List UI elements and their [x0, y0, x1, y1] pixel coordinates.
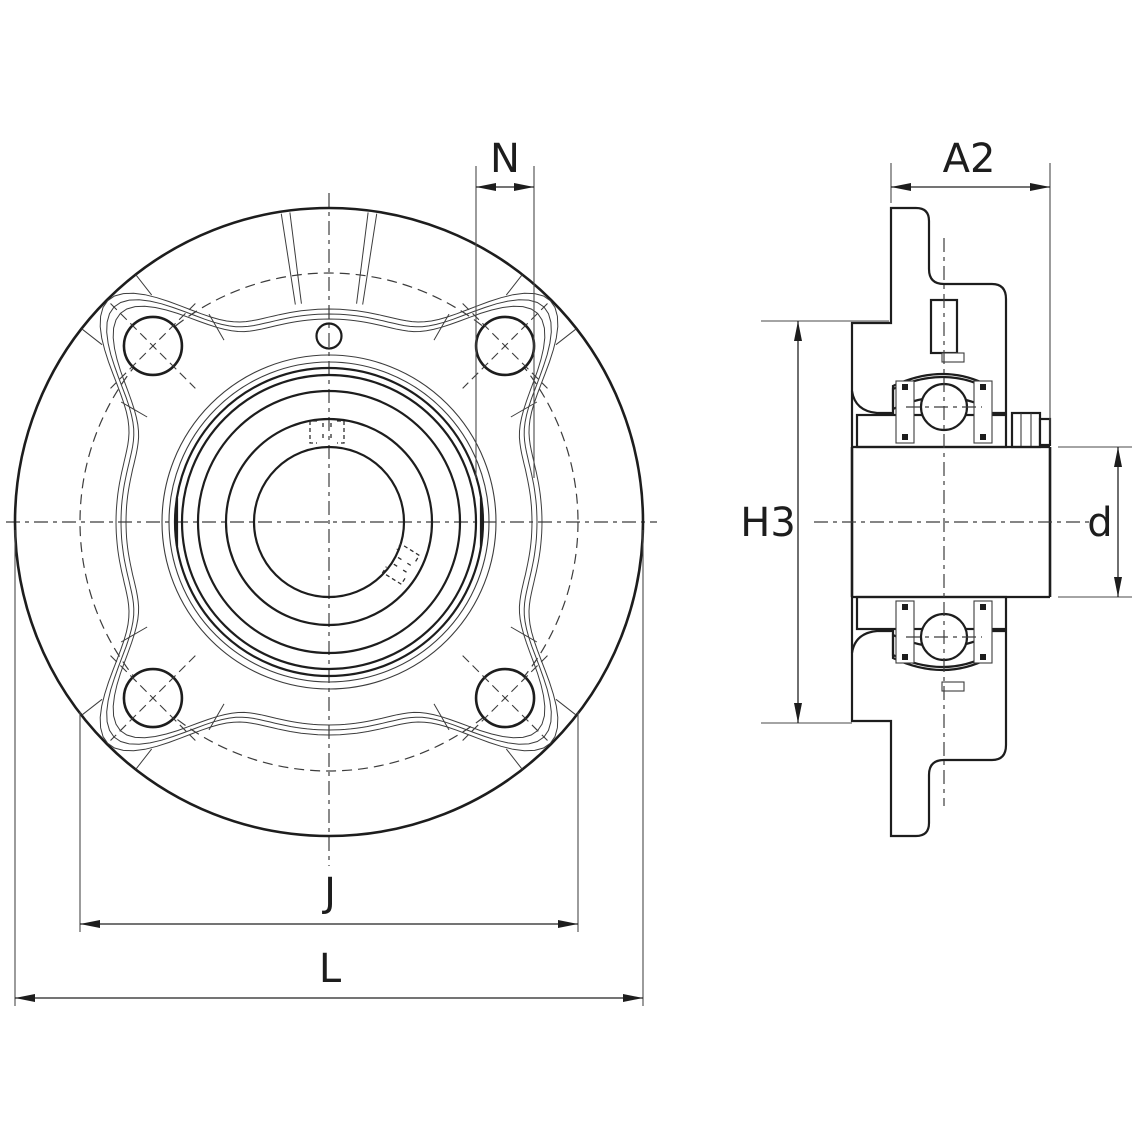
dimension-n: N [475, 136, 535, 478]
dimension-h3-label: H3 [740, 500, 796, 546]
dimension-h3: H3 [740, 320, 889, 724]
dimension-a2: A2 [890, 136, 1051, 440]
shaft [850, 391, 1052, 653]
boss-contour-and-bolt-holes [81, 212, 577, 770]
housing-bore-circle [180, 373, 478, 671]
dimension-d-label: d [1087, 500, 1112, 546]
hidden-setscrew-diagonal [381, 542, 421, 586]
hidden-setscrew-top [309, 420, 345, 444]
shaft-bore-circle [252, 445, 406, 599]
seals-lower [895, 600, 993, 664]
spigot-chamfer-circle-inner [168, 361, 490, 683]
dimension-l-label: L [319, 946, 342, 992]
housing-section-lower [850, 629, 1008, 838]
seals-upper [895, 380, 993, 444]
dimension-n-label: N [490, 136, 520, 182]
housing-section-upper [850, 206, 1008, 415]
spigot-chamfer-circle-outer [161, 354, 497, 690]
cartridge-od-circle [173, 366, 485, 678]
outer-ring-land-circle [196, 389, 462, 655]
grease-passage-ledge [941, 352, 965, 363]
flange-outer-circle [13, 206, 645, 838]
set-screw [1010, 411, 1052, 449]
dimension-d: d [1058, 446, 1132, 598]
dimension-a2-label: A2 [943, 136, 996, 182]
side-section-view [814, 206, 1092, 838]
dimension-l: L [14, 530, 644, 1006]
dimension-j: J [79, 712, 579, 932]
grease-passage-ledge-lower [941, 681, 965, 692]
inner-ring-od-circle [224, 417, 434, 627]
dimension-j-label: J [321, 870, 336, 916]
bolt-circle [79, 272, 579, 772]
grease-fitting-hole [315, 322, 343, 350]
front-view [6, 193, 657, 866]
